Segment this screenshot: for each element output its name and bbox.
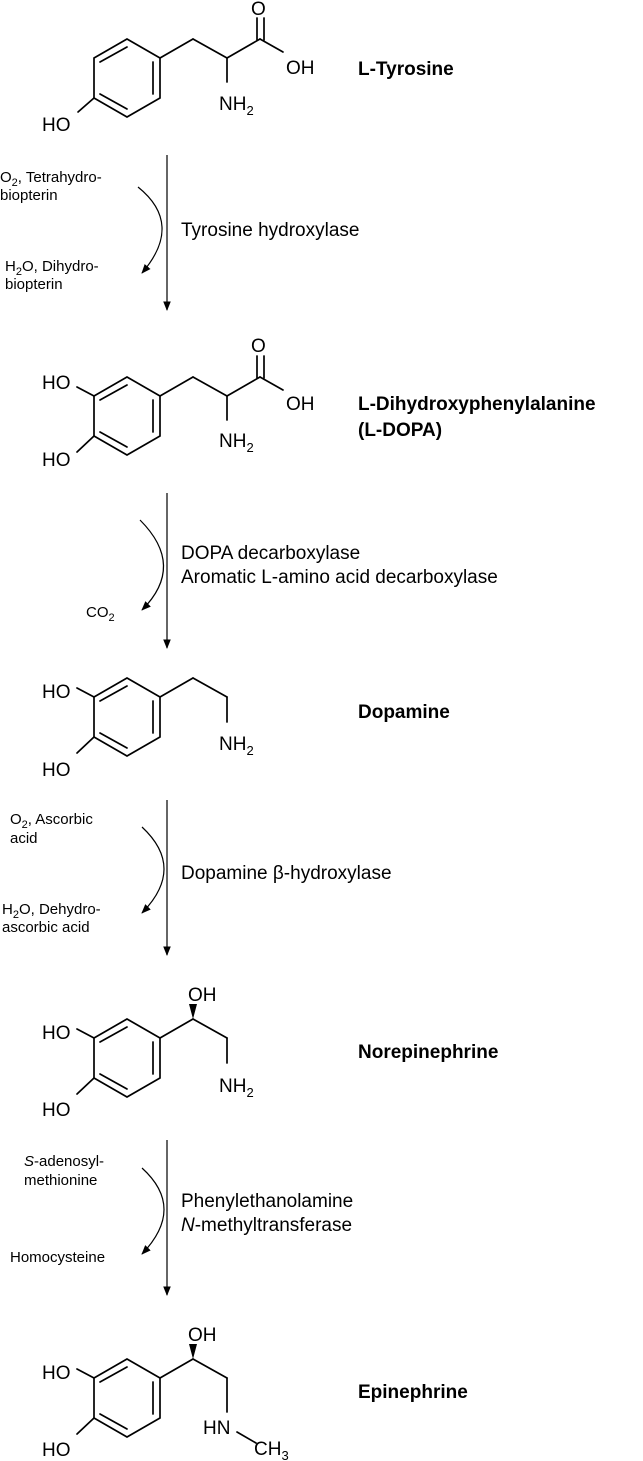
cofactor-curved-arrow [141,826,165,914]
l-tyrosine-structure [77,17,284,118]
hydroxyl-label: HO [42,115,71,136]
reaction-step-1: O2, Tetrahydro- biopterin H2O, Dihydro- … [0,155,359,311]
compound-name-l-dopa: L-Dihydroxyphenylalanine [358,394,596,415]
hydroxyl-label: OH [286,394,315,415]
hydroxyl-label: OH [188,985,217,1006]
cofactor-curved-arrow [141,1167,165,1255]
secondary-amine-label: HN [203,1418,230,1439]
cofactor-in-line2: biopterin [0,187,58,204]
hydroxyl-label: HO [42,1100,71,1121]
cofactor-in-line2: methionine [24,1172,97,1189]
carbonyl-oxygen-label: O [251,0,266,20]
benzene-ring [93,376,161,456]
benzene-ring [93,1358,161,1438]
hydroxyl-label: HO [42,450,71,471]
compound-name-l-tyrosine: L-Tyrosine [358,59,454,80]
benzene-ring [93,1018,161,1098]
cofactor-out-line2: ascorbic acid [2,919,90,936]
wedge-bond [189,1344,197,1359]
epinephrine-structure [76,1344,257,1444]
hydroxyl-label: HO [42,1440,71,1461]
l-dopa-structure [76,355,284,456]
carbonyl-oxygen-label: O [251,336,266,357]
amine-label: NH2 [219,431,254,455]
cofactor-in: S-adenosyl- [24,1153,104,1170]
cofactor-out: H2O, Dihydro- [5,258,99,278]
enzyme-name: Dopamine β-hydroxylase [181,863,392,884]
cofactor-out-line2: biopterin [5,276,63,293]
amine-label: NH2 [219,1076,254,1100]
dopamine-structure [76,677,228,757]
cofactor-curved-arrow [137,186,163,274]
reaction-step-2: CO2 DOPA decarboxylase Aromatic L-amino … [86,493,498,649]
cofactor-out: CO2 [86,604,115,624]
methyl-label: CH3 [254,1439,289,1461]
cofactor-in: O2, Tetrahydro- [0,169,102,189]
reaction-step-3: O2, Ascorbic acid H2O, Dehydro- ascorbic… [2,800,392,956]
enzyme-name-alt: Aromatic L-amino acid decarboxylase [181,567,498,588]
amine-label: NH2 [219,734,254,758]
benzene-ring [93,677,161,757]
cofactor-in: O2, Ascorbic [10,811,93,831]
hydroxyl-label: OH [286,58,315,79]
cofactor-out: Homocysteine [10,1249,105,1266]
hydroxyl-label: HO [42,760,71,781]
compound-name-l-dopa-abbrev: (L-DOPA) [358,420,442,441]
enzyme-name: DOPA decarboxylase [181,543,360,564]
amine-label: NH2 [219,94,254,118]
hydroxyl-label: HO [42,1363,71,1384]
compound-name-norepinephrine: Norepinephrine [358,1042,498,1063]
hydroxyl-label: HO [42,373,71,394]
norepinephrine-structure [76,1004,228,1098]
benzene-ring [93,38,161,118]
hydroxyl-label: HO [42,682,71,703]
cofactor-curved-arrow [139,519,165,611]
compound-name-epinephrine: Epinephrine [358,1382,468,1403]
cofactor-in-line2: acid [10,830,38,847]
enzyme-name: Phenylethanolamine [181,1191,353,1212]
hydroxyl-label: OH [188,1325,217,1346]
wedge-bond [189,1004,197,1019]
compound-name-dopamine: Dopamine [358,702,450,723]
enzyme-name: Tyrosine hydroxylase [181,220,359,241]
enzyme-name-line2: N-methyltransferase [181,1215,352,1236]
reaction-step-4: S-adenosyl- methionine Homocysteine Phen… [10,1140,353,1296]
cofactor-out: H2O, Dehydro- [2,901,101,921]
hydroxyl-label: HO [42,1023,71,1044]
